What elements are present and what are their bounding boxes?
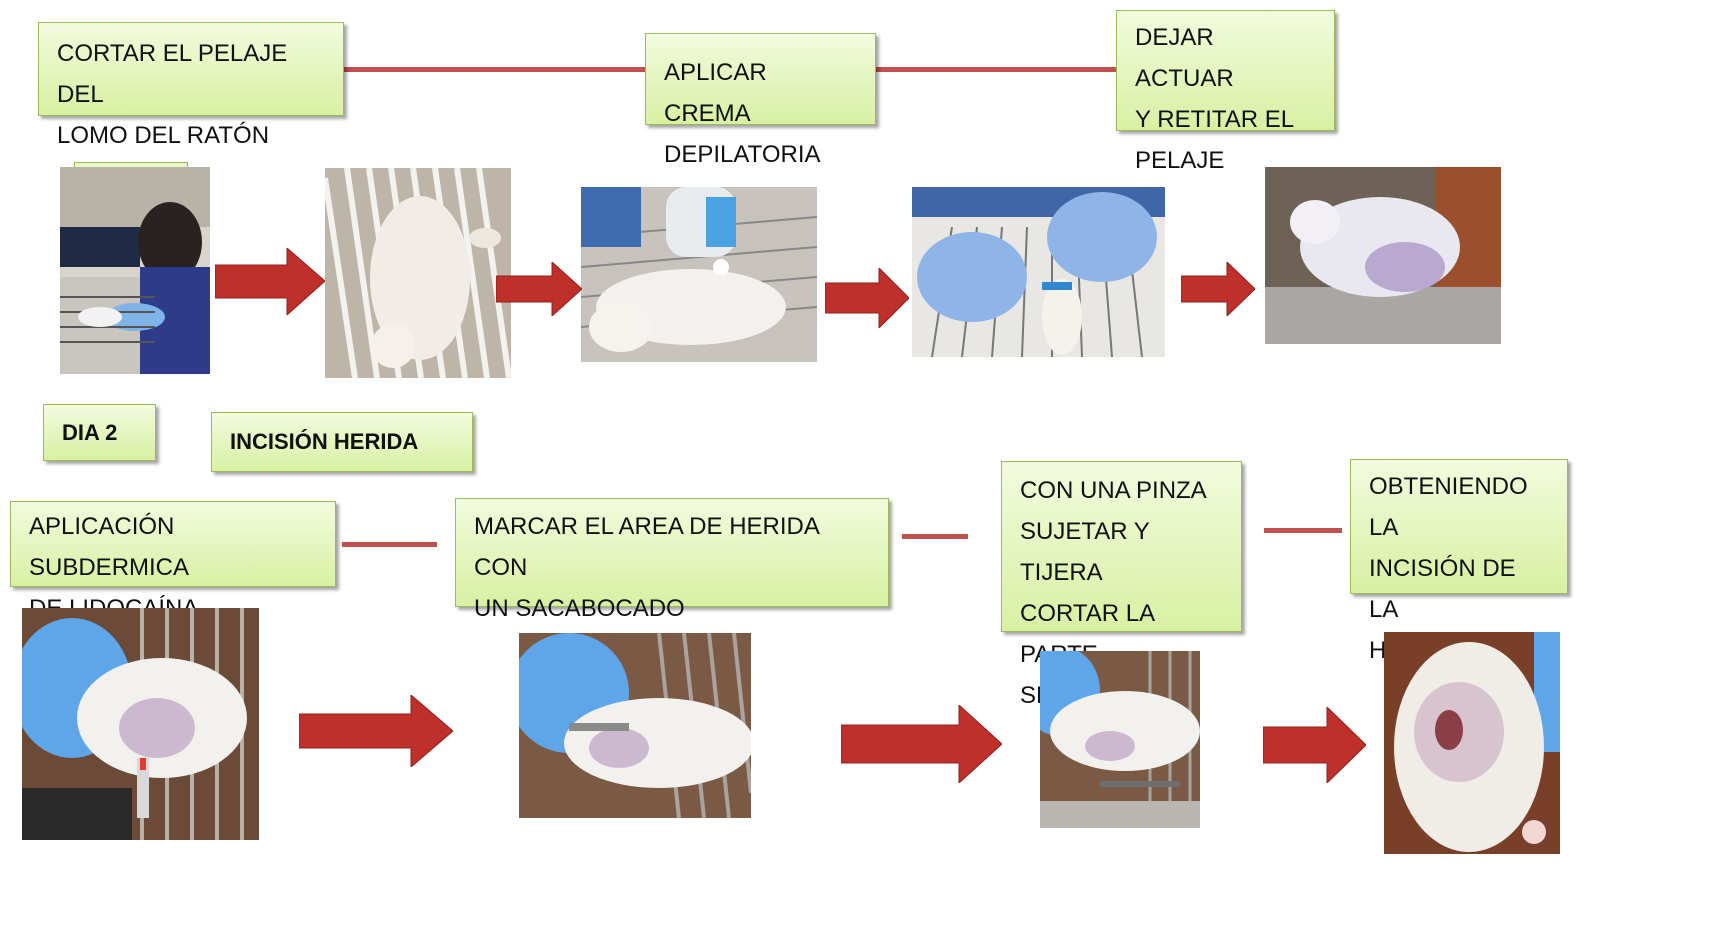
step-box-cut-area: CON UNA PINZA SUJETAR Y TIJERA CORTAR LA… <box>1001 461 1242 632</box>
photo-applying-cream <box>581 187 817 362</box>
day-label-text: DIA 2 <box>62 412 137 453</box>
connector-line <box>342 67 646 72</box>
photo-cutting-wound <box>1040 651 1200 828</box>
step-box-mark-area: MARCAR EL AREA DE HERIDA CON UN SACABOCA… <box>455 498 889 607</box>
flow-arrow <box>299 695 453 767</box>
step-box-remove-fur: DEJAR ACTUAR Y RETITAR EL PELAJE <box>1116 10 1335 131</box>
connector-line <box>874 67 1118 72</box>
photo-mouse-depilated <box>1265 167 1501 344</box>
step-label: APLICAR CREMA DEPILATORIA <box>664 52 857 175</box>
photo-marking-wound <box>519 633 751 818</box>
step-box-lidocaine: APLICACIÓN SUBDERMICA DE LIDOCAÍNA <box>10 501 336 587</box>
flow-arrow <box>496 262 582 316</box>
flow-arrow <box>825 268 909 328</box>
section-title: INCISIÓN HERIDA <box>211 412 473 472</box>
flow-arrow <box>841 705 1002 783</box>
flow-arrow <box>1181 262 1255 316</box>
connector-line <box>342 542 437 547</box>
step-label: CORTAR EL PELAJE DEL LOMO DEL RATÓN <box>57 33 325 156</box>
step-box-result: OBTENIENDO LA INCISIÓN DE LA HERIDA <box>1350 459 1568 594</box>
step-box-cut-fur: CORTAR EL PELAJE DEL LOMO DEL RATÓN <box>38 22 344 116</box>
day-label: DIA 2 <box>43 404 156 461</box>
photo-wound-result <box>1384 632 1560 854</box>
photo-technician-cutting <box>60 167 210 374</box>
connector-line <box>902 534 968 539</box>
step-box-apply-cream: APLICAR CREMA DEPILATORIA <box>645 33 876 125</box>
section-title-text: INCISIÓN HERIDA <box>230 421 454 462</box>
photo-mouse-shaved <box>325 168 511 378</box>
photo-removing-fur <box>912 187 1165 357</box>
flow-arrow <box>1263 707 1366 783</box>
connector-line <box>1264 528 1342 533</box>
step-label: MARCAR EL AREA DE HERIDA CON UN SACABOCA… <box>474 506 870 629</box>
photo-lidocaine-injection <box>22 608 259 840</box>
flow-arrow <box>215 248 325 315</box>
step-label: DEJAR ACTUAR Y RETITAR EL PELAJE <box>1135 17 1316 181</box>
